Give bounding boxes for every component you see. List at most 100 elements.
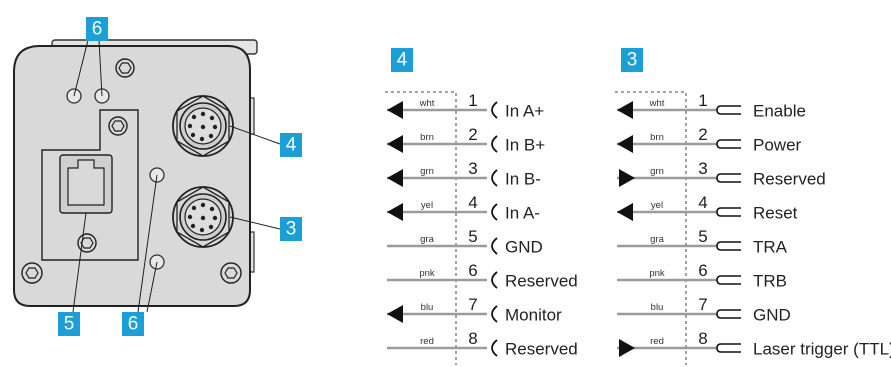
svg-text:3: 3 <box>627 50 638 71</box>
wire-color-label: wht <box>649 98 665 109</box>
pin-number: 6 <box>468 261 477 280</box>
arrow-left-icon <box>387 203 403 221</box>
wire-color-label: blu <box>651 302 664 313</box>
arrow-left-icon <box>387 135 403 153</box>
wire-color-label: wht <box>419 98 435 109</box>
pin-signal-label: In A- <box>505 204 540 223</box>
pin-signal-label: Reserved <box>505 340 578 359</box>
socket-contact-icon <box>491 237 498 255</box>
pin-row: wht 1 In A+ <box>387 91 544 121</box>
wire-color-label: gra <box>650 234 664 245</box>
screw-icon <box>77 233 97 253</box>
callout-connector-4: 4 <box>280 133 302 157</box>
m12-connector-icon <box>172 186 234 248</box>
pin-number: 7 <box>468 295 477 314</box>
device-rear-view: 6 4 3 5 6 <box>13 17 302 336</box>
pin-signal-label: Reserved <box>753 170 826 189</box>
leader-line <box>72 212 87 313</box>
arrow-left-icon <box>617 101 633 119</box>
svg-text:4: 4 <box>397 50 408 71</box>
svg-text:3: 3 <box>286 219 297 240</box>
pin-signal-label: Reset <box>753 204 798 223</box>
arrow-right-icon <box>619 169 635 187</box>
pin-signal-label: Laser trigger (TTL) <box>753 340 891 359</box>
wire-color-label: gra <box>420 234 434 245</box>
leader-line <box>98 39 103 97</box>
wire-color-label: red <box>650 336 664 347</box>
pin-signal-label: GND <box>753 306 791 325</box>
socket-contact-icon <box>491 305 498 323</box>
svg-text:6: 6 <box>128 314 139 335</box>
socket-contact-icon <box>491 101 498 119</box>
leader-line <box>229 216 281 230</box>
leader-line <box>229 125 281 145</box>
wire-color-label: grn <box>650 166 664 177</box>
callout-leds-top: 6 <box>86 17 108 41</box>
pin-number: 6 <box>698 261 707 280</box>
screw-icon <box>220 262 242 284</box>
ethernet-plate <box>41 109 139 261</box>
wire-color-label: yel <box>651 200 663 211</box>
pin-number: 2 <box>468 125 477 144</box>
socket-contact-icon <box>491 169 498 187</box>
table-header-callout: 4 <box>391 48 413 72</box>
pin-signal-label: In B+ <box>505 136 545 155</box>
arrow-left-icon <box>387 101 403 119</box>
pin-signal-label: TRB <box>753 272 787 291</box>
svg-text:5: 5 <box>64 314 75 335</box>
callout-leds-bottom: 6 <box>122 312 144 336</box>
pin-contact-icon <box>716 275 741 285</box>
screw-icon <box>108 116 128 136</box>
pin-number: 3 <box>468 159 477 178</box>
pin-number: 2 <box>698 125 707 144</box>
pin-number: 5 <box>468 227 477 246</box>
pin-number: 8 <box>698 329 707 348</box>
pin-number: 1 <box>698 91 707 110</box>
connector-boundary <box>615 91 687 365</box>
pin-contact-icon <box>716 139 741 149</box>
arrow-left-icon <box>617 203 633 221</box>
arrow-left-icon <box>387 305 403 323</box>
wire-color-label: red <box>420 336 434 347</box>
pin-contact-icon <box>716 207 741 217</box>
callout-ethernet: 5 <box>58 312 80 336</box>
m12-connector-icon <box>172 95 234 157</box>
socket-contact-icon <box>491 135 498 153</box>
pin-number: 1 <box>468 91 477 110</box>
connector-boundary <box>385 91 457 365</box>
leader-line <box>137 174 158 313</box>
arrow-left-icon <box>617 135 633 153</box>
wire-color-label: pnk <box>419 268 435 279</box>
pin-signal-label: Power <box>753 136 802 155</box>
arrow-right-icon <box>619 339 635 357</box>
pin-number: 3 <box>698 159 707 178</box>
pin-number: 7 <box>698 295 707 314</box>
pin-contact-icon <box>716 173 741 183</box>
pin-signal-label: TRA <box>753 238 788 257</box>
device-housing <box>13 45 251 307</box>
pin-contact-icon <box>716 105 741 115</box>
callout-connector-3: 3 <box>280 217 302 241</box>
pin-contact-icon <box>716 309 741 319</box>
pin-number: 4 <box>468 193 477 212</box>
pin-signal-label: Monitor <box>505 306 562 325</box>
pin-contact-icon <box>716 343 741 353</box>
arrow-left-icon <box>387 169 403 187</box>
pin-signal-label: In A+ <box>505 102 544 121</box>
pin-signal-label: Reserved <box>505 272 578 291</box>
pin-signal-label: Enable <box>753 102 806 121</box>
